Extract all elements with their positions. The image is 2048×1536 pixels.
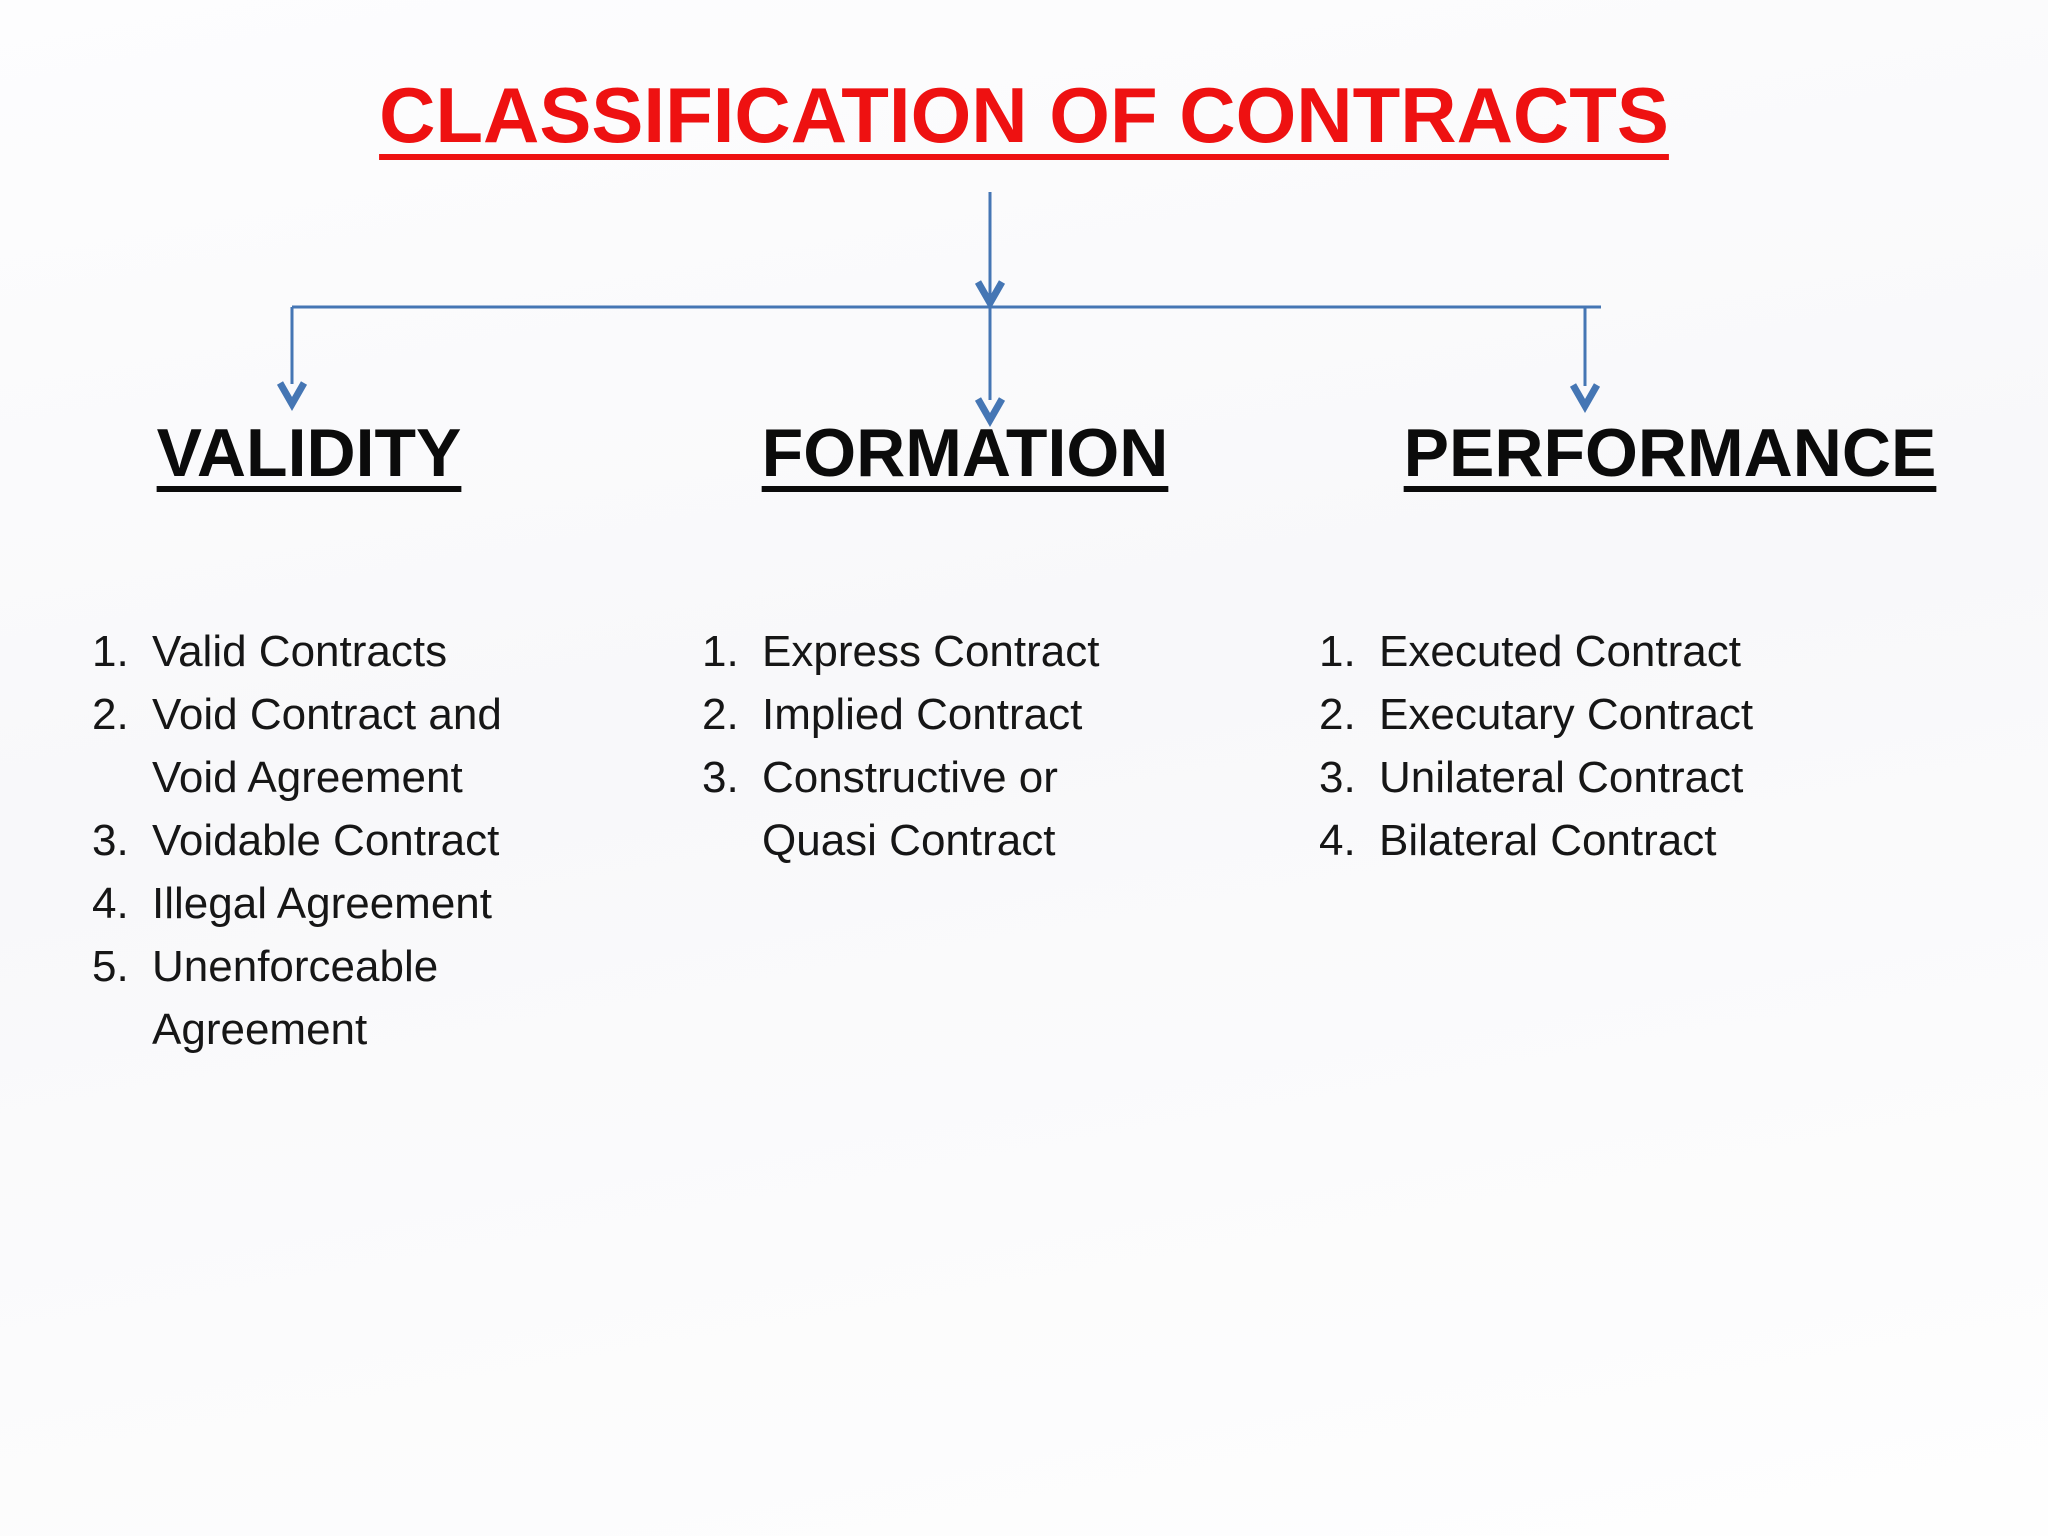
arrow-down-icon bbox=[974, 280, 1006, 311]
diagram-title: CLASSIFICATION OF CONTRACTS bbox=[379, 71, 1669, 159]
item-number: 2. bbox=[1319, 690, 1356, 739]
item-text: Void Contract and Void Agreement bbox=[152, 690, 502, 802]
item-number: 1. bbox=[92, 627, 129, 676]
performance-list: 1. Executed Contract 2. Executary Contra… bbox=[1319, 620, 1839, 872]
list-item: 3. Unilateral Contract bbox=[1319, 746, 1839, 809]
item-number: 3. bbox=[1319, 753, 1356, 802]
arrow-down-icon bbox=[276, 381, 308, 412]
branch-heading-validity: VALIDITY bbox=[156, 415, 462, 491]
item-number: 1. bbox=[1319, 627, 1356, 676]
list-item: 2. Executary Contract bbox=[1319, 683, 1839, 746]
item-number: 5. bbox=[92, 942, 129, 991]
item-text: Valid Contracts bbox=[152, 627, 448, 676]
branch-heading-formation: FORMATION bbox=[761, 415, 1169, 491]
list-item: 3. Constructive or Quasi Contract bbox=[702, 746, 1142, 872]
list-item: 1. Express Contract bbox=[702, 620, 1142, 683]
item-number: 3. bbox=[92, 816, 129, 865]
item-text: Constructive or Quasi Contract bbox=[762, 753, 1058, 865]
list-item: 2. Void Contract and Void Agreement bbox=[92, 683, 532, 809]
list-item: 1. Valid Contracts bbox=[92, 620, 532, 683]
list-item: 5. Unenforceable Agreement bbox=[92, 935, 532, 1061]
branch-heading-performance: PERFORMANCE bbox=[1403, 415, 1937, 491]
item-number: 2. bbox=[702, 690, 739, 739]
item-text: Unenforceable Agreement bbox=[152, 942, 439, 1054]
item-number: 2. bbox=[92, 690, 129, 739]
item-text: Executary Contract bbox=[1379, 690, 1754, 739]
formation-list: 1. Express Contract 2. Implied Contract … bbox=[702, 620, 1142, 872]
item-text: Bilateral Contract bbox=[1379, 816, 1717, 865]
item-text: Executed Contract bbox=[1379, 627, 1741, 676]
list-item: 4. Illegal Agreement bbox=[92, 872, 532, 935]
item-number: 1. bbox=[702, 627, 739, 676]
item-text: Illegal Agreement bbox=[152, 879, 492, 928]
item-number: 4. bbox=[92, 879, 129, 928]
item-number: 3. bbox=[702, 753, 739, 802]
item-number: 4. bbox=[1319, 816, 1356, 865]
list-item: 2. Implied Contract bbox=[702, 683, 1142, 746]
item-text: Implied Contract bbox=[762, 690, 1083, 739]
item-text: Express Contract bbox=[762, 627, 1100, 676]
list-item: 1. Executed Contract bbox=[1319, 620, 1839, 683]
item-text: Unilateral Contract bbox=[1379, 753, 1744, 802]
list-item: 3. Voidable Contract bbox=[92, 809, 532, 872]
arrow-down-icon bbox=[974, 397, 1006, 428]
item-text: Voidable Contract bbox=[152, 816, 500, 865]
list-item: 4. Bilateral Contract bbox=[1319, 809, 1839, 872]
validity-list: 1. Valid Contracts 2. Void Contract and … bbox=[92, 620, 532, 1061]
arrow-down-icon bbox=[1569, 383, 1601, 414]
